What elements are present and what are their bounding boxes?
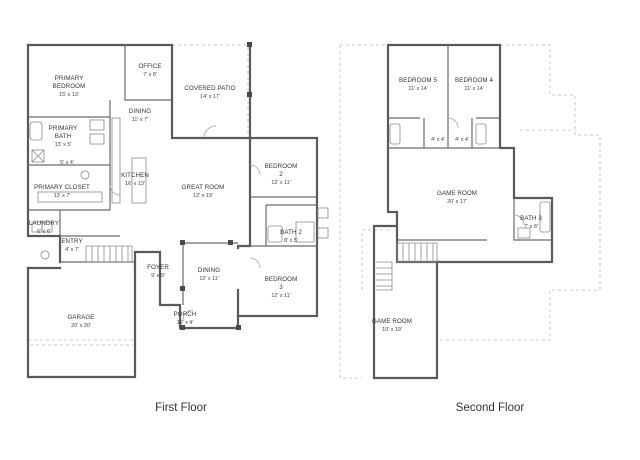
room-dims-primary-closet: 13' x 7'	[54, 193, 71, 199]
room-dims-covered-patio: 14' x 17'	[200, 94, 220, 100]
room-dims-laundry: 6' x 6'	[37, 229, 51, 235]
room-label-covered-patio: COVERED PATIO	[184, 85, 235, 92]
room-dims-game-room-bottom: 10' x 19'	[382, 327, 402, 333]
room-dims-dining-top: 11' x 7'	[132, 117, 148, 123]
room-dims-closet-right: 4' x 4'	[455, 137, 469, 143]
second-floor-caption: Second Floor	[455, 402, 525, 414]
first-floor-caption: First Floor	[155, 402, 207, 414]
room-dims-entry: 4' x 7'	[65, 247, 79, 253]
room-label-foyer: FOYER	[147, 264, 169, 271]
room-dims-garage: 20' x 20'	[71, 323, 91, 329]
room-label-kitchen: KITCHEN	[121, 172, 149, 179]
room-dims-game-room-top: 20' x 17'	[447, 199, 467, 205]
room-label-laundry: LAUNDRY	[29, 220, 59, 227]
room-label-primary-bath-line2: BATH	[55, 133, 71, 140]
room-dims-bedroom-3: 12' x 11'	[271, 293, 290, 299]
room-number-bedroom-2: 2	[279, 171, 283, 178]
room-label-bath-3: BATH 3	[520, 215, 542, 222]
room-number-bedroom-3: 3	[279, 284, 283, 291]
room-dims-bedroom-4: 11' x 14'	[464, 86, 483, 92]
room-label-game-room-bottom: GAME ROOM	[372, 318, 412, 325]
room-label-primary-bedroom: PRIMARY	[55, 75, 84, 82]
room-label-porch: PORCH	[174, 311, 197, 318]
room-dims-kitchen: 16' x 13'	[125, 181, 145, 187]
room-label-game-room-top: GAME ROOM	[437, 190, 477, 197]
room-dims-foyer: 9' x 9'	[151, 273, 165, 279]
room-dims-wic: 5' x 4'	[60, 160, 74, 166]
room-dims-primary-bath: 13' x 5'	[55, 142, 72, 148]
room-label-primary-bath: PRIMARY	[49, 125, 78, 132]
room-label-bath-2: BATH 2	[280, 229, 302, 236]
room-dims-bedroom-2: 12' x 11'	[271, 180, 290, 186]
room-label-bedroom-4: BEDROOM 4	[455, 77, 493, 84]
room-dims-primary-bedroom: 15' x 13'	[59, 92, 79, 98]
room-label-office: OFFICE	[138, 63, 161, 70]
second-floor-plan	[339, 43, 601, 380]
room-dims-closet-left: 4' x 4'	[431, 137, 445, 143]
first-floor-stairs	[85, 245, 133, 263]
first-floor-room-labels: PRIMARY BEDROOM 15' x 13' OFFICE 7' x 8'…	[29, 63, 302, 329]
room-label-bedroom-2: BEDROOM	[265, 163, 298, 170]
room-label-primary-closet: PRIMARY CLOSET	[34, 184, 90, 191]
first-floor-plan	[26, 42, 329, 379]
room-label-dining-top: DINING	[129, 108, 151, 115]
room-dims-bath-2: 8' x 5'	[284, 238, 298, 244]
second-floor-room-labels: BEDROOM 5 11' x 14' BEDROOM 4 11' x 14' …	[372, 77, 542, 333]
room-dims-porch: 19' x 4'	[177, 320, 194, 326]
room-label-entry: ENTRY	[61, 238, 82, 245]
room-dims-bath-3: 7' x 8'	[524, 224, 538, 230]
room-label-great-room: GREAT ROOM	[182, 184, 225, 191]
room-label-primary-bedroom-line2: BEDROOM	[53, 83, 86, 90]
room-dims-dining-bottom: 10' x 11'	[199, 276, 218, 282]
room-label-bedroom-3: BEDROOM	[265, 276, 298, 283]
room-dims-bedroom-5: 11' x 14'	[408, 86, 427, 92]
room-dims-office: 7' x 8'	[143, 72, 157, 78]
room-dims-great-room: 12' x 19'	[193, 193, 213, 199]
room-label-garage: GARAGE	[67, 314, 94, 321]
room-label-bedroom-5: BEDROOM 5	[399, 77, 437, 84]
room-label-dining-bottom: DINING	[198, 267, 220, 274]
second-floor-stairs	[376, 242, 438, 291]
